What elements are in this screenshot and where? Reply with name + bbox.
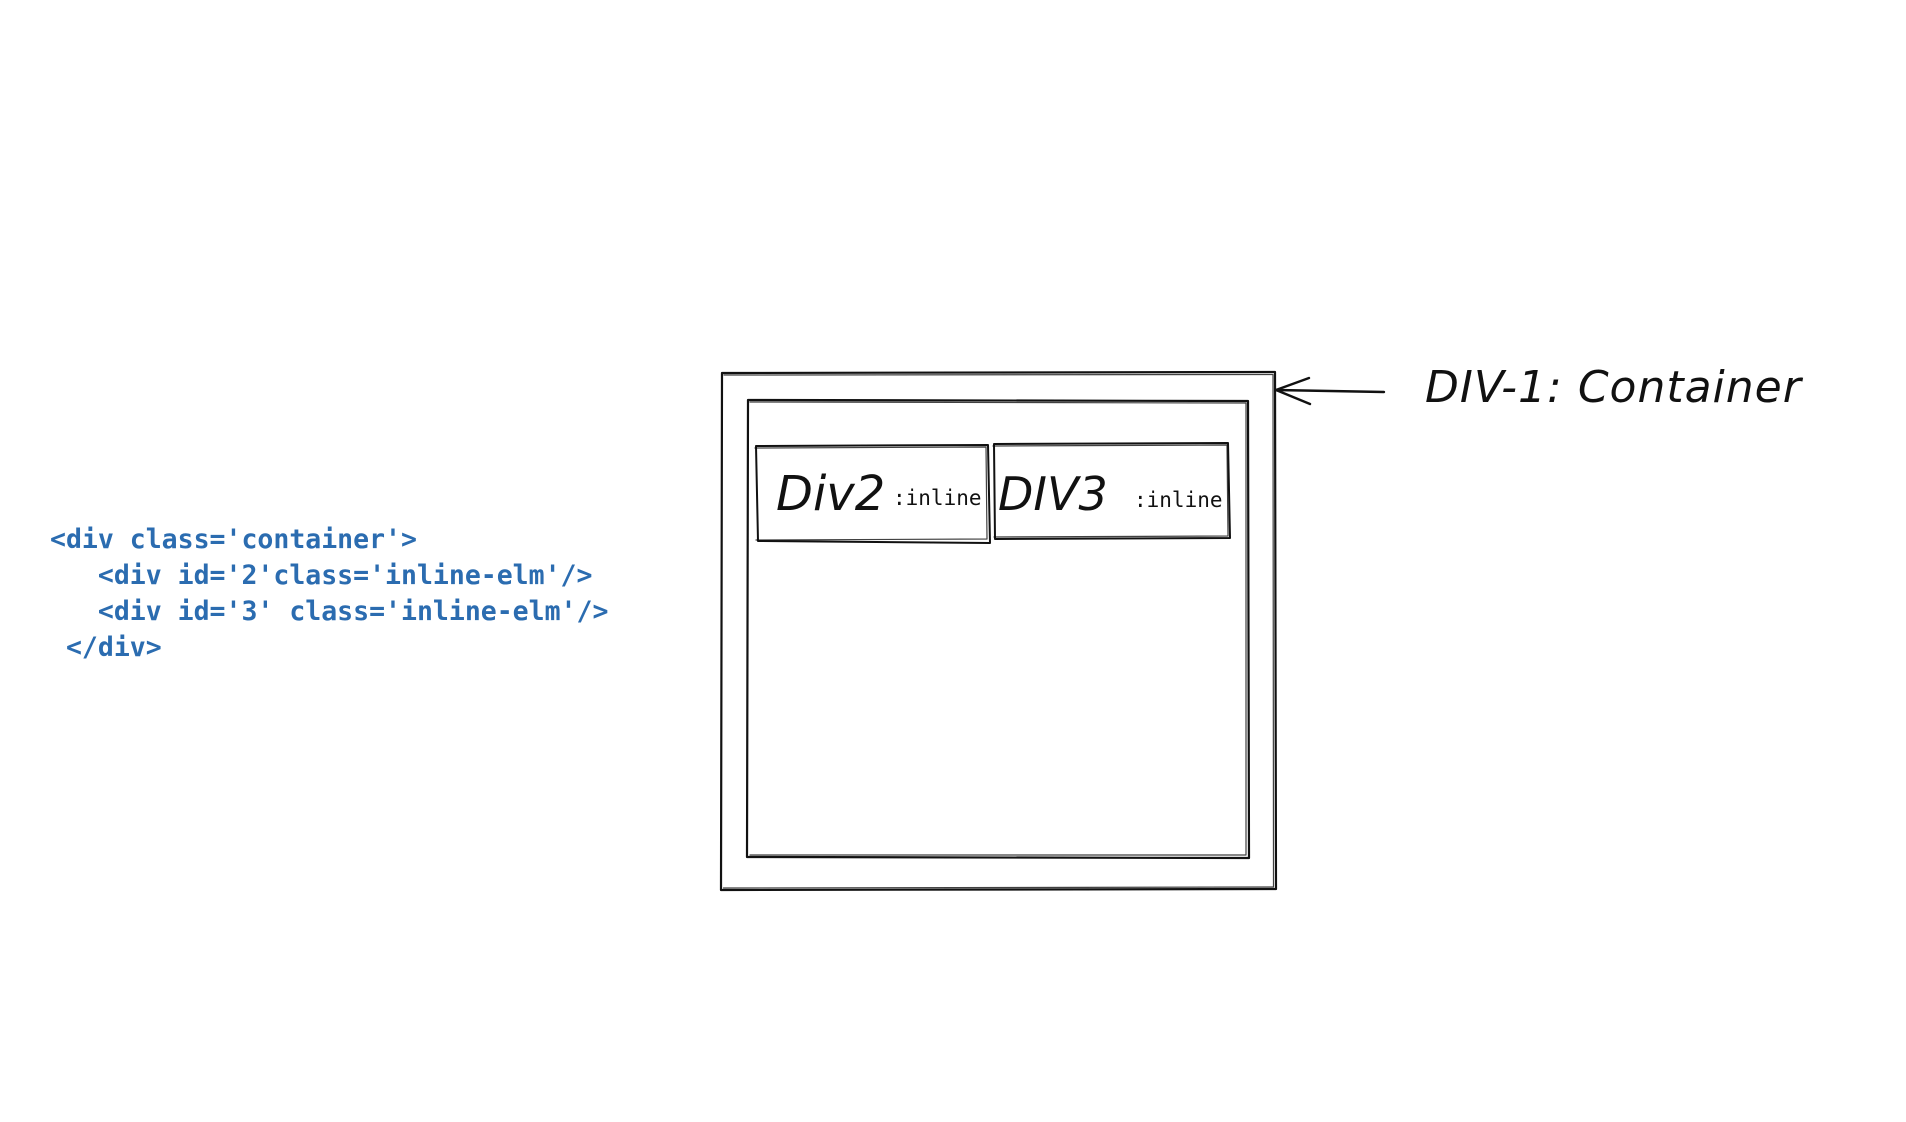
div3-name: DIV3 — [998, 467, 1108, 521]
code-line-div3: <div id='3' class='inline-elm'/> — [50, 596, 609, 627]
code-line-div2: <div id='2'class='inline-elm'/> — [50, 560, 593, 591]
container-arrow-icon — [1274, 376, 1386, 406]
div3-box-sketch — [992, 444, 1229, 538]
div2-name: Div2 — [776, 466, 885, 522]
outer-container-box — [719, 370, 1278, 892]
code-line-container-open: <div class='container'> — [50, 524, 417, 555]
outer-container-box-sketch — [722, 373, 1275, 889]
div2-box-sketch — [754, 446, 988, 541]
container-label: DIV-1: Container — [1425, 362, 1804, 413]
div2-box — [755, 444, 991, 544]
inner-content-box — [745, 398, 1251, 860]
code-line-container-close: </div> — [50, 632, 162, 663]
div2-display: :inline — [893, 486, 982, 510]
inner-content-box-sketch — [749, 401, 1247, 856]
code-snippet: <div class='container'> <div id='2'class… — [50, 522, 608, 666]
div3-display: :inline — [1134, 488, 1223, 512]
div3-box — [993, 442, 1231, 540]
